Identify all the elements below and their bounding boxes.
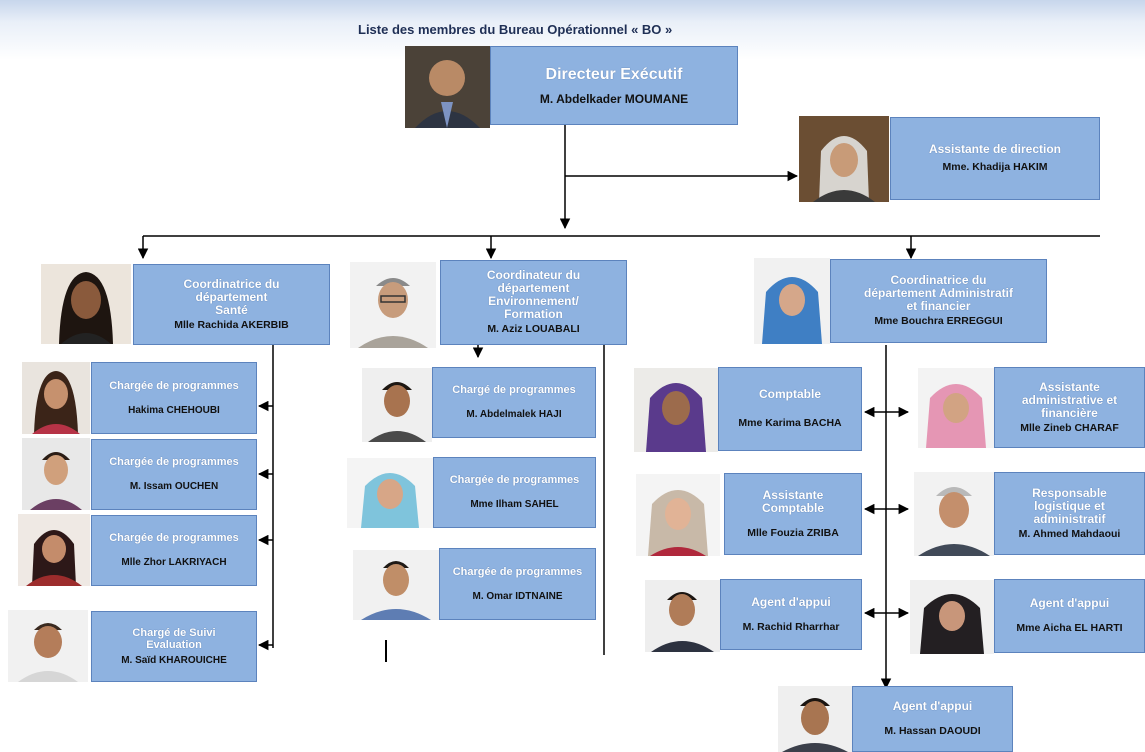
sante-member-4-box: Chargé de Suivi Evaluation M. Saïd KHARO… [91,611,257,682]
adm-member-4-role-2: logistique et [1034,498,1105,513]
sante-member-3-role: Chargée de programmes [109,532,239,544]
adm-member-4-role-3: administratif [1033,511,1106,526]
adm-member-6-box: Agent d'appui Mme Aicha EL HARTI [994,579,1145,653]
sante-member-4-name: M. Saïd KHAROUICHE [121,654,227,666]
adm-member-3-photo [636,474,720,556]
environnement-member-2-role: Chargée de programmes [449,474,580,486]
sante-member-4-role-1: Chargé de Suivi [132,626,216,639]
coordinatrice-administratif-box: Coordinatrice du département Administrat… [830,259,1047,343]
sante-member-1-photo [22,362,90,434]
environnement-member-1-box: Chargé de programmes M. Abdelmalek HAJI [432,367,596,438]
adm-member-2-name: Mlle Zineb CHARAF [1020,421,1119,434]
adm-member-6-name: Mme Aicha EL HARTI [1016,622,1123,634]
sante-member-2-name: M. Issam OUCHEN [129,481,219,492]
coordinatrice-administratif-photo [754,258,830,344]
coordinatrice-sante-box: Coordinatrice du département Santé Mlle … [133,264,330,345]
adm-member-7-photo [778,686,852,752]
coordinatrice-sante-role-3: Santé [215,302,248,317]
environnement-member-2-name: Mme Ilham SAHEL [470,499,559,510]
sante-member-1-box: Chargée de programmes Hakima CHEHOUBI [91,362,257,434]
adm-member-5-photo [645,580,720,652]
director-name: M. Abdelkader MOUMANE [539,92,689,106]
coordinateur-environnement-role-1: Coordinateur du [486,268,581,282]
assistant-direction-photo [799,116,889,202]
sante-member-1-role: Chargée de programmes [109,379,239,392]
adm-member-2-box: Assistante administrative et financière … [994,367,1145,448]
stray-mark [385,640,387,662]
adm-member-5-role: Agent d'appui [751,594,831,609]
adm-member-3-name: Mlle Fouzia ZRIBA [747,526,839,539]
environnement-member-3-photo [353,550,439,620]
adm-member-5-box: Agent d'appui M. Rachid Rharrhar [720,579,862,650]
environnement-member-2-photo [347,458,433,528]
sante-member-2-photo [22,438,90,510]
coordinatrice-administratif-role-3: et financier [906,299,971,313]
sante-member-2-role: Chargée de programmes [109,456,239,468]
page-title: Liste des membres du Bureau Opérationnel… [358,22,673,37]
coordinateur-environnement-name: M. Aziz LOUABALI [487,323,580,335]
adm-member-1-name: Mme Karima BACHA [738,417,842,429]
coordinatrice-administratif-role-2: département Administratif [864,286,1013,300]
assistant-direction-name: Mme. Khadija HAKIM [942,161,1048,173]
coordinatrice-sante-role-1: Coordinatrice du [183,276,280,291]
adm-member-3-role-2: Comptable [761,500,824,515]
adm-member-1-box: Comptable Mme Karima BACHA [718,367,862,451]
coordinateur-environnement-box: Coordinateur du département Environnemen… [440,260,627,345]
coordinatrice-administratif-role-1: Coordinatrice du [890,273,987,287]
environnement-member-3-box: Chargée de programmes M. Omar IDTNAINE [439,548,596,620]
environnement-member-2-box: Chargée de programmes Mme Ilham SAHEL [433,457,596,528]
adm-member-6-role: Agent d'appui [1029,596,1110,610]
sante-member-3-photo [18,514,90,586]
adm-member-1-role: Comptable [758,387,821,401]
coordinateur-environnement-role-2: département [497,281,570,295]
sante-member-3-name: Mlle Zhor LAKRIYACH [121,557,227,568]
coordinatrice-sante-photo [41,264,131,344]
coordinatrice-sante-name: Mlle Rachida AKERBIB [174,318,289,331]
adm-member-2-photo [918,368,994,448]
adm-member-6-photo [910,580,994,654]
adm-member-1-photo [634,368,718,452]
director-box: Directeur Exécutif M. Abdelkader MOUMANE [490,46,738,125]
adm-member-5-name: M. Rachid Rharrhar [742,620,840,633]
coordinateur-environnement-role-4: Formation [504,307,563,321]
coordinatrice-sante-role-2: département [195,289,268,304]
environnement-member-3-role: Chargée de programmes [452,565,583,578]
adm-member-4-photo [914,472,994,556]
adm-member-7-role: Agent d'appui [892,699,973,713]
sante-member-1-name: Hakima CHEHOUBI [128,404,220,416]
sante-member-3-box: Chargée de programmes Mlle Zhor LAKRIYAC… [91,515,257,586]
adm-member-2-role-1: Assistante [1039,379,1100,394]
adm-member-3-role-1: Assistante [762,487,824,502]
director-role: Directeur Exécutif [545,66,683,83]
coordinateur-environnement-photo [350,262,436,348]
director-photo [405,46,490,128]
environnement-member-1-role: Chargé de programmes [452,384,576,396]
environnement-member-1-photo [362,368,432,442]
assistant-direction-role: Assistante de direction [928,142,1062,156]
adm-member-4-box: Responsable logistique et administratif … [994,472,1145,555]
adm-member-4-role-1: Responsable [1032,485,1107,500]
adm-member-3-box: Assistante Comptable Mlle Fouzia ZRIBA [724,473,862,555]
adm-member-2-role-2: administrative et [1021,392,1118,407]
sante-member-2-box: Chargée de programmes M. Issam OUCHEN [91,439,257,510]
environnement-member-3-name: M. Omar IDTNAINE [472,590,563,602]
adm-member-2-role-3: financière [1041,405,1098,420]
environnement-member-1-name: M. Abdelmalek HAJI [466,409,562,420]
coordinatrice-administratif-name: Mme Bouchra ERREGGUI [874,315,1003,327]
sante-member-4-role-2: Evaluation [146,638,202,651]
adm-member-7-box: Agent d'appui M. Hassan DAOUDI [852,686,1013,752]
adm-member-7-name: M. Hassan DAOUDI [884,725,981,737]
sante-member-4-photo [8,610,88,682]
adm-member-4-name: M. Ahmed Mahdaoui [1018,527,1121,540]
coordinateur-environnement-role-3: Environnement/ [488,294,579,308]
assistant-direction-box: Assistante de direction Mme. Khadija HAK… [890,117,1100,200]
